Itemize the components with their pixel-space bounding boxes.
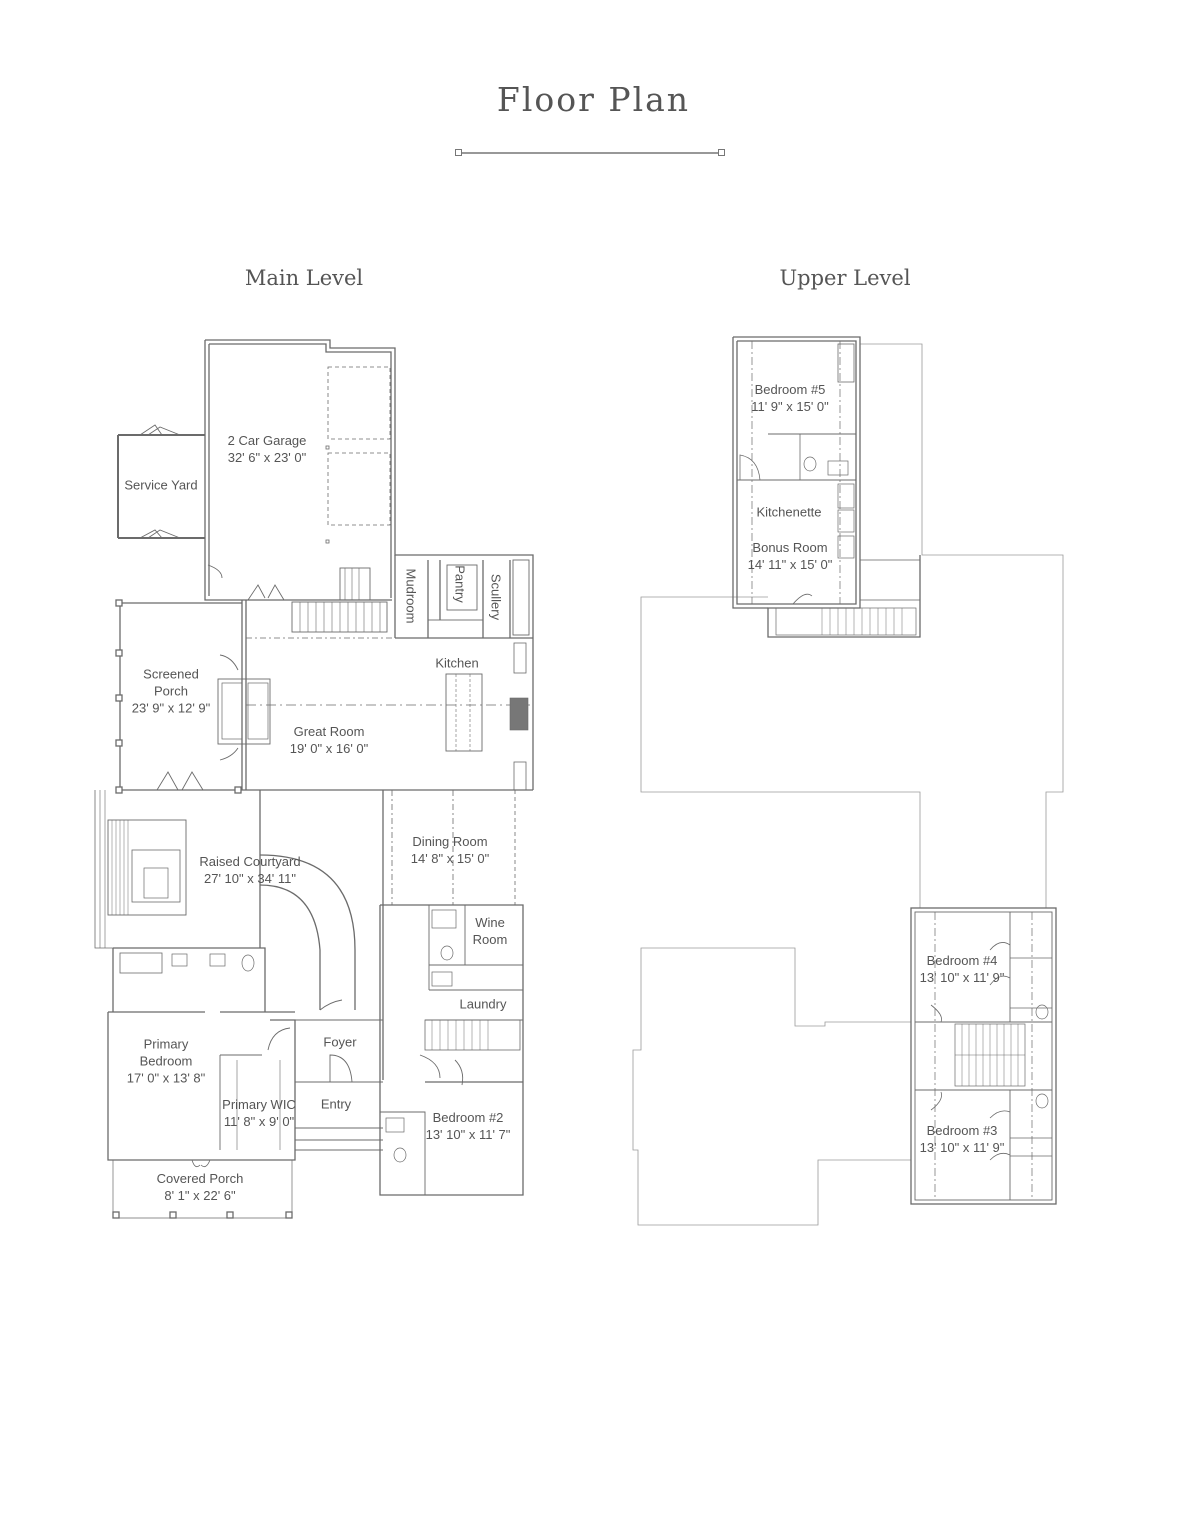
room-name: Laundry — [459, 996, 507, 1012]
room-size: 32' 6" x 23' 0" — [227, 450, 307, 465]
room-name: Entry — [320, 1096, 352, 1112]
room-label-bonus-room: Bonus Room 14' 11" x 15' 0" — [748, 539, 833, 573]
room-name: Bedroom #2 — [432, 1110, 504, 1125]
room-name: Bedroom #5 — [754, 382, 826, 397]
room-label-bedroom-2: Bedroom #2 13' 10" x 11' 7" — [426, 1109, 511, 1143]
room-size: 14' 11" x 15' 0" — [747, 557, 833, 572]
room-name: 2 Car Garage — [227, 433, 307, 448]
room-name: Wine Room — [472, 915, 508, 947]
room-name: Covered Porch — [156, 1171, 244, 1186]
title-divider — [455, 149, 725, 156]
room-size: 11' 8" x 9' 0" — [223, 1114, 295, 1129]
room-label-wine-room: Wine Room — [470, 914, 510, 948]
room-name: Mudroom — [403, 568, 419, 624]
room-size: 8' 1" x 22' 6" — [164, 1188, 236, 1203]
room-name: Primary Bedroom — [139, 1036, 193, 1069]
room-label-laundry: Laundry — [460, 996, 507, 1013]
room-size: 14' 8" x 15' 0" — [410, 851, 490, 866]
room-label-kitchen: Kitchen — [435, 655, 478, 672]
room-name: Bonus Room — [752, 540, 828, 555]
main-level-title: Main Level — [244, 266, 364, 290]
room-size: 23' 9" x 12' 9" — [131, 700, 211, 716]
room-label-garage: 2 Car Garage 32' 6" x 23' 0" — [228, 432, 307, 466]
room-name: Pantry — [452, 565, 468, 603]
room-size: 13' 10" x 11' 9" — [919, 1140, 1005, 1155]
room-label-great-room: Great Room 19' 0" x 16' 0" — [290, 723, 369, 757]
room-name: Dining Room — [412, 834, 488, 849]
room-name: Raised Courtyard — [199, 854, 301, 869]
room-label-bedroom-4: Bedroom #4 13' 10" x 11' 9" — [920, 952, 1005, 986]
room-name: Primary WIC — [222, 1097, 296, 1112]
room-label-foyer: Foyer — [323, 1034, 356, 1051]
room-name: Kitchen — [435, 655, 479, 671]
room-label-service-yard: Service Yard — [124, 477, 197, 494]
room-name: Bedroom #3 — [926, 1123, 998, 1138]
room-label-primary-wic: Primary WIC 11' 8" x 9' 0" — [222, 1096, 296, 1130]
main-level-plan — [94, 339, 534, 1219]
room-label-bedroom-3: Bedroom #3 13' 10" x 11' 9" — [920, 1122, 1005, 1156]
room-size: 13' 10" x 11' 9" — [919, 970, 1005, 985]
room-name: Scullery — [488, 573, 504, 621]
page-title: Floor Plan — [496, 80, 691, 119]
room-name: Kitchenette — [756, 504, 822, 520]
room-label-covered-porch: Covered Porch 8' 1" x 22' 6" — [157, 1170, 244, 1204]
room-name: Bedroom #4 — [926, 953, 998, 968]
room-label-mudroom: Mudroom — [403, 569, 420, 624]
upper-level-title: Upper Level — [779, 266, 911, 290]
room-label-scullery: Scullery — [488, 574, 505, 620]
upper-level-plan — [632, 336, 1064, 1226]
room-name: Service Yard — [124, 477, 198, 493]
room-label-bedroom-5: Bedroom #5 11' 9" x 15' 0" — [751, 381, 829, 415]
room-size: 11' 9" x 15' 0" — [751, 399, 829, 414]
room-name: Screened Porch — [143, 666, 199, 699]
room-name: Great Room — [293, 724, 365, 739]
room-label-screened-porch: Screened Porch 23' 9" x 12' 9" — [132, 666, 211, 717]
room-label-kitchenette: Kitchenette — [756, 504, 821, 521]
room-label-dining-room: Dining Room 14' 8" x 15' 0" — [411, 833, 490, 867]
room-label-pantry: Pantry — [452, 565, 469, 603]
room-label-primary-bedroom: Primary Bedroom 17' 0" x 13' 8" — [127, 1036, 206, 1087]
room-label-raised-courtyard: Raised Courtyard 27' 10" x 34' 11" — [199, 853, 300, 887]
room-size: 17' 0" x 13' 8" — [126, 1070, 206, 1086]
room-name: Foyer — [323, 1034, 357, 1050]
room-label-entry: Entry — [321, 1096, 351, 1113]
room-size: 19' 0" x 16' 0" — [289, 741, 369, 756]
room-size: 13' 10" x 11' 7" — [425, 1127, 511, 1142]
room-size: 27' 10" x 34' 11" — [203, 871, 296, 886]
